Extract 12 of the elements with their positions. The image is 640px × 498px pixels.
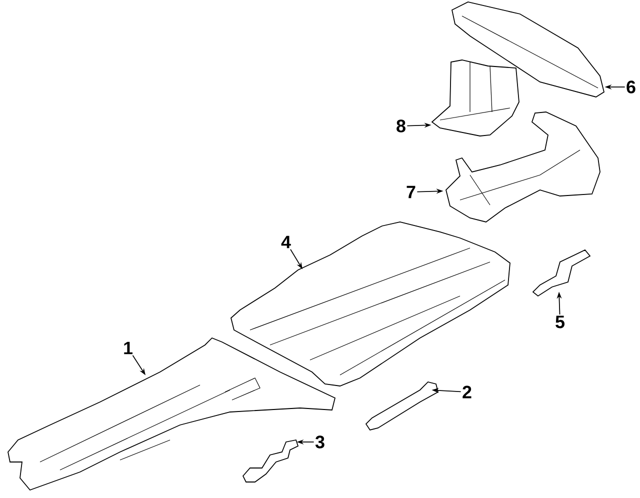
callout-number: 4 bbox=[281, 236, 291, 248]
callout-number: 3 bbox=[315, 436, 324, 448]
underbody-shield-drawing bbox=[230, 222, 510, 386]
callout-number: 5 bbox=[556, 316, 564, 328]
underbody-shield-drawing bbox=[8, 337, 336, 491]
air-duct-drawing bbox=[446, 112, 600, 222]
shield-drawing bbox=[452, 2, 605, 98]
callout-number: 6 bbox=[626, 80, 636, 94]
callout-number: 2 bbox=[462, 386, 472, 398]
callout-number: 8 bbox=[396, 120, 406, 132]
callout-number: 7 bbox=[406, 186, 416, 198]
callout-number: 1 bbox=[124, 342, 132, 354]
